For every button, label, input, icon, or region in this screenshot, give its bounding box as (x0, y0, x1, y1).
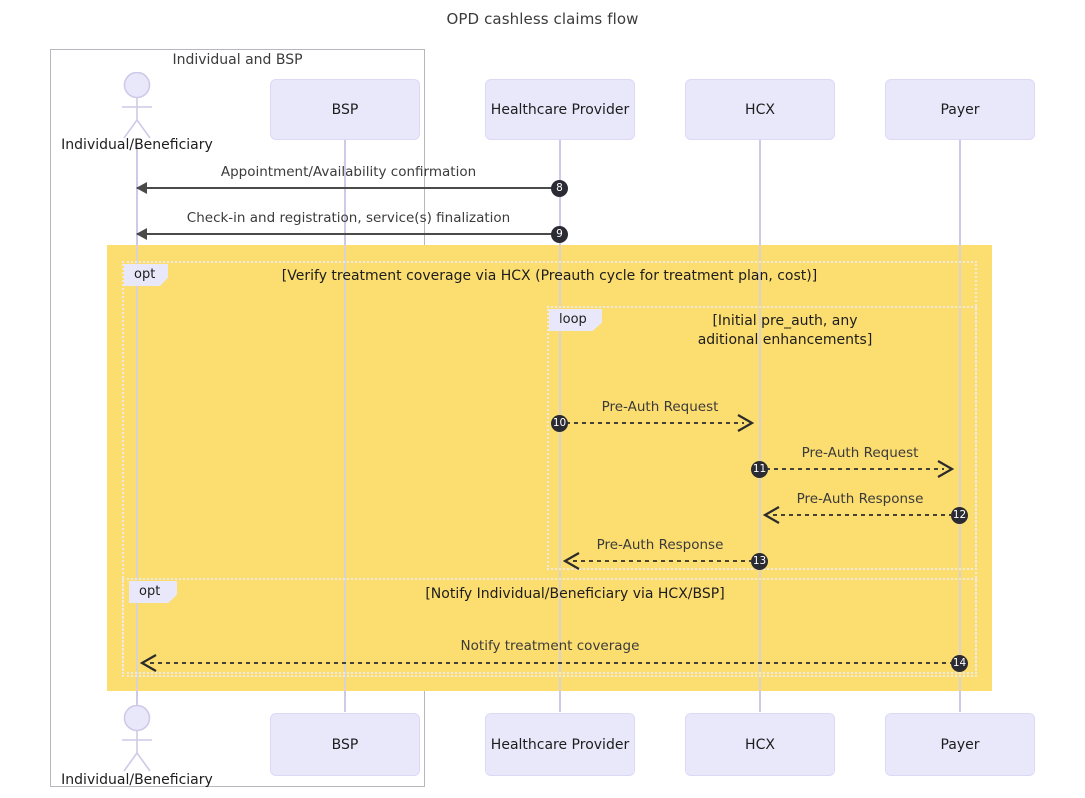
participant-healthcare-provider-bottom[interactable]: Healthcare Provider (485, 713, 635, 776)
participant-label-actor-bottom: Individual/Beneficiary (61, 772, 213, 788)
group-box-title: Individual and BSP (172, 52, 303, 68)
participant-bsp-bottom[interactable]: BSP (270, 713, 420, 776)
message-label-10: Pre-Auth Request (601, 399, 719, 415)
message-arrow-10 (566, 414, 755, 432)
lifeline-payer-overlay (959, 245, 961, 691)
fragment-loop-condition: [Initial pre_auth, any aditional enhance… (697, 313, 873, 348)
message-label-8: Appointment/Availability confirmation (220, 164, 477, 180)
sequence-badge-11: 11 (751, 461, 768, 478)
sequence-badge-14: 14 (951, 655, 968, 672)
message-line-8 (137, 187, 552, 189)
participant-payer-top[interactable]: Payer (885, 79, 1035, 140)
message-label-14: Notify treatment coverage (460, 638, 640, 654)
fragment-loop-label: loop (549, 309, 602, 331)
message-line-9 (137, 233, 552, 235)
message-arrow-11 (766, 460, 955, 478)
arrow-head-9 (136, 228, 147, 240)
fragment-opt-outer-label: opt (124, 264, 168, 286)
message-arrow-12 (762, 506, 951, 524)
participant-label-actor-top: Individual/Beneficiary (61, 137, 213, 153)
sequence-badge-12: 12 (951, 507, 968, 524)
fragment-opt-inner-label: opt (129, 581, 177, 603)
avatar-actor-top (122, 72, 152, 139)
participant-hcx-bottom[interactable]: HCX (685, 713, 835, 776)
page-title: OPD cashless claims flow (446, 10, 639, 28)
message-label-11: Pre-Auth Request (801, 445, 919, 461)
participant-healthcare-provider-top[interactable]: Healthcare Provider (485, 79, 635, 140)
participant-hcx-top[interactable]: HCX (685, 79, 835, 140)
lifeline-hp-overlay (559, 245, 561, 691)
avatar-actor-bottom (122, 705, 152, 772)
message-arrow-14 (139, 654, 954, 672)
arrow-head-8 (136, 182, 147, 194)
participant-payer-bottom[interactable]: Payer (885, 713, 1035, 776)
sequence-badge-9: 9 (551, 226, 568, 243)
lifeline-actor-overlay (136, 245, 138, 691)
message-label-9: Check-in and registration, service(s) fi… (186, 210, 511, 226)
fragment-opt-inner-border (122, 578, 977, 674)
message-label-12: Pre-Auth Response (796, 491, 924, 507)
message-arrow-13 (562, 552, 751, 570)
fragment-opt-inner-condition: [Notify Individual/Beneficiary via HCX/B… (425, 586, 725, 602)
sequence-badge-13: 13 (751, 553, 768, 570)
participant-bsp-top[interactable]: BSP (270, 79, 420, 140)
sequence-badge-8: 8 (551, 180, 568, 197)
message-label-13: Pre-Auth Response (596, 537, 724, 553)
lifeline-bsp-overlay (344, 245, 346, 691)
fragment-opt-outer-condition: [Verify treatment coverage via HCX (Prea… (281, 268, 818, 284)
sequence-badge-10: 10 (551, 415, 568, 432)
